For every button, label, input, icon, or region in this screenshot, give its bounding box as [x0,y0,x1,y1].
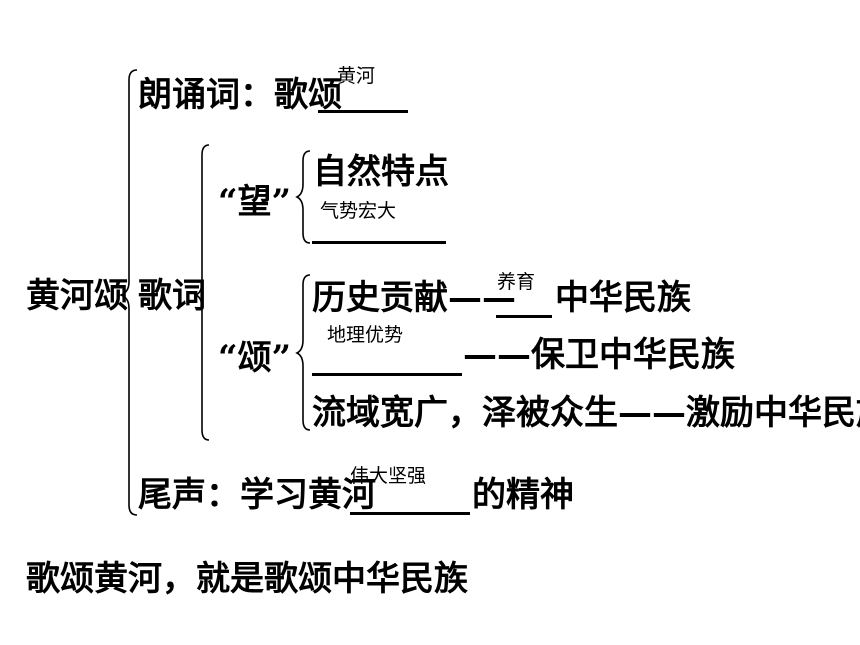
song-line2-suffix: ——保卫中华民族 [463,335,735,375]
song-line2-blank [312,373,462,376]
song-line3: 流域宽广，泽被众生——激励中华民族 [312,393,860,433]
epilogue-suffix: 的精神 [472,475,574,515]
wang-bracket [295,150,311,244]
main-bracket [118,69,138,516]
epilogue-blank [350,512,470,515]
song-label: “颂” [218,338,292,378]
song-bracket [295,274,311,431]
epilogue-answer: 伟大坚强 [350,465,427,487]
lyrics-label: 歌词 [138,276,206,316]
epilogue-label: 尾声：学习黄河 [138,475,376,515]
song-line1-text: 历史贡献—— [312,278,516,318]
recitation-blank [318,110,408,113]
wang-answer: 气势宏大 [320,200,397,222]
recitation-label: 朗诵词：歌颂 [138,75,342,115]
root-title: 黄河颂 [26,276,128,316]
lyrics-bracket [194,144,210,441]
wang-blank [312,241,446,244]
song-line2-answer: 地理优势 [327,324,404,346]
recitation-answer: 黄河 [337,65,376,87]
conclusion: 歌颂黄河，就是歌颂中华民族 [26,559,468,599]
song-line1-suffix: 中华民族 [555,278,691,318]
wang-label: “望” [218,182,292,222]
wang-line1: 自然特点 [313,152,449,192]
song-line1-answer: 养育 [497,271,536,293]
song-line1-blank [496,315,552,318]
